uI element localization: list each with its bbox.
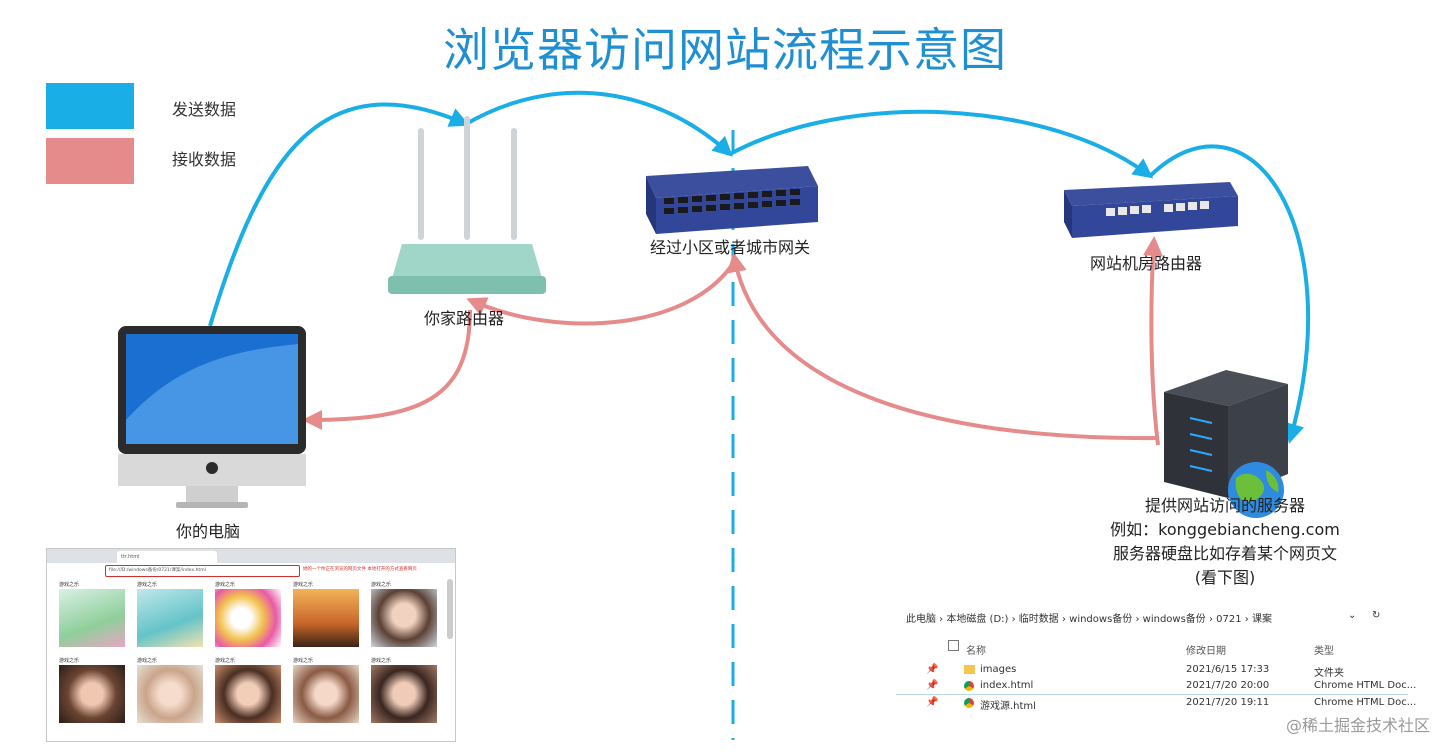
file-name: index.html bbox=[980, 680, 1034, 691]
gallery-image bbox=[293, 589, 359, 647]
server-see-below: (看下图) bbox=[1194, 568, 1256, 587]
send-arrow-gateway-siterouter bbox=[729, 109, 1154, 179]
file-date: 2021/7/20 20:00 bbox=[1186, 680, 1270, 691]
send-arrow-router-gateway bbox=[465, 90, 733, 157]
legend-receive-label: 接收数据 bbox=[172, 150, 237, 169]
gallery-item-label: 游戏之乐 bbox=[293, 658, 314, 664]
server-icon bbox=[1164, 370, 1288, 518]
server-storage-note: 服务器硬盘比如存着某个网页文 bbox=[1112, 544, 1337, 563]
gallery-image bbox=[215, 589, 281, 647]
legend-receive-swatch bbox=[46, 138, 134, 184]
home-router-icon bbox=[388, 116, 546, 294]
breadcrumb: 此电脑 › 本地磁盘 (D:) › 临时数据 › windows备份 › win… bbox=[906, 614, 1272, 625]
gallery-item[interactable]: 游戏之乐 bbox=[371, 581, 437, 647]
file-date: 2021/7/20 19:11 bbox=[1186, 697, 1270, 708]
browser-tab[interactable]: ttr.html bbox=[117, 551, 217, 563]
receive-arrow-router-computer bbox=[302, 309, 472, 430]
site-router-label: 网站机房路由器 bbox=[1090, 254, 1203, 273]
gallery-item[interactable]: 游戏之乐 bbox=[59, 657, 125, 723]
gateway-switch-icon bbox=[646, 166, 818, 234]
gallery-image bbox=[371, 665, 437, 723]
gallery-item-label: 游戏之乐 bbox=[371, 658, 392, 664]
gallery-image bbox=[215, 665, 281, 723]
server-description: 提供网站访问的服务器 例如：konggebiancheng.com 服务器硬盘比… bbox=[1060, 494, 1390, 590]
receive-arrow-gateway-router bbox=[466, 260, 736, 326]
gallery-image bbox=[371, 589, 437, 647]
computer-icon bbox=[118, 326, 306, 508]
gallery-item[interactable]: 游戏之乐 bbox=[293, 581, 359, 647]
send-arrow-siterouter-server bbox=[1148, 144, 1311, 444]
file-type: Chrome HTML Doc... bbox=[1314, 680, 1417, 691]
gallery-item-label: 游戏之乐 bbox=[59, 582, 80, 588]
file-row[interactable]: 📌 images 2021/6/15 17:33 文件夹 bbox=[896, 662, 1408, 679]
receive-arrow-server-siterouter bbox=[1142, 236, 1163, 446]
refresh-icon[interactable]: ↻ bbox=[1372, 610, 1381, 621]
gallery-image bbox=[137, 665, 203, 723]
chevron-down-icon[interactable]: ⌄ bbox=[1348, 610, 1357, 621]
file-type: Chrome HTML Doc... bbox=[1314, 697, 1417, 708]
file-name: images bbox=[980, 664, 1017, 675]
gallery-image bbox=[59, 589, 125, 647]
server-label: 提供网站访问的服务器 bbox=[1144, 496, 1305, 515]
legend-send-label: 发送数据 bbox=[172, 100, 237, 119]
gateway-label: 经过小区或者城市网关 bbox=[650, 238, 811, 257]
gallery-item-label: 游戏之乐 bbox=[215, 582, 236, 588]
gallery-item-label: 游戏之乐 bbox=[293, 582, 314, 588]
gallery-item[interactable]: 游戏之乐 bbox=[215, 581, 281, 647]
gallery-item-label: 游戏之乐 bbox=[59, 658, 80, 664]
home-router-label: 你家路由器 bbox=[424, 309, 505, 328]
breadcrumb-item[interactable]: 此电脑 bbox=[906, 614, 936, 625]
gallery-item-label: 游戏之乐 bbox=[137, 658, 158, 664]
breadcrumb-item[interactable]: 课案 bbox=[1251, 614, 1272, 625]
gallery-image bbox=[137, 589, 203, 647]
gallery-item[interactable]: 游戏之乐 bbox=[215, 657, 281, 723]
gallery-image bbox=[293, 665, 359, 723]
breadcrumb-item[interactable]: windows备份 bbox=[1069, 614, 1133, 625]
receive-arrow-server-gateway bbox=[727, 252, 1159, 441]
file-row[interactable]: 📌 index.html 2021/7/20 20:00 Chrome HTML… bbox=[896, 678, 1416, 695]
pin-icon: 📌 bbox=[926, 680, 939, 691]
diagram-title: 浏览器访问网站流程示意图 bbox=[443, 23, 1007, 77]
browser-address-bar[interactable]: file:///D:/windows备份/0721/课案/index.html bbox=[105, 565, 300, 577]
computer-label: 你的电脑 bbox=[176, 522, 241, 541]
gallery-item[interactable]: 游戏之乐 bbox=[137, 581, 203, 647]
column-header-name[interactable]: 名称 bbox=[966, 646, 986, 657]
chrome-icon bbox=[964, 681, 974, 691]
chrome-icon bbox=[964, 698, 974, 708]
gallery-item[interactable]: 游戏之乐 bbox=[371, 657, 437, 723]
file-name: 游戏源.html bbox=[980, 701, 1036, 712]
server-example: 例如：konggebiancheng.com bbox=[1110, 520, 1340, 539]
folder-icon bbox=[964, 665, 975, 674]
send-arrow-computer-router bbox=[208, 102, 470, 327]
column-header-type[interactable]: 类型 bbox=[1314, 646, 1334, 657]
gallery-item-label: 游戏之乐 bbox=[215, 658, 236, 664]
gallery-item[interactable]: 游戏之乐 bbox=[59, 581, 125, 647]
file-type: 文件夹 bbox=[1314, 668, 1344, 679]
file-row[interactable]: 📌 游戏源.html 2021/7/20 19:11 Chrome HTML D… bbox=[896, 695, 1416, 712]
gallery-item[interactable]: 游戏之乐 bbox=[137, 657, 203, 723]
breadcrumb-item[interactable]: windows备份 bbox=[1142, 614, 1206, 625]
select-all-checkbox[interactable] bbox=[948, 640, 959, 651]
pin-icon: 📌 bbox=[926, 664, 939, 675]
gallery-item[interactable]: 游戏之乐 bbox=[293, 657, 359, 723]
file-explorer-screenshot: 此电脑 › 本地磁盘 (D:) › 临时数据 › windows备份 › win… bbox=[896, 606, 1416, 718]
gallery-image bbox=[59, 665, 125, 723]
gallery-item-label: 游戏之乐 bbox=[371, 582, 392, 588]
site-router-icon bbox=[1064, 182, 1238, 238]
browser-tabbar: ttr.html bbox=[47, 549, 455, 563]
legend-send-swatch bbox=[46, 83, 134, 129]
column-header-date[interactable]: 修改日期 bbox=[1186, 646, 1226, 657]
breadcrumb-item[interactable]: 临时数据 bbox=[1018, 614, 1059, 625]
file-date: 2021/6/15 17:33 bbox=[1186, 664, 1270, 675]
pin-icon: 📌 bbox=[926, 697, 939, 708]
browser-screenshot: ttr.html file:///D:/windows备份/0721/课案/in… bbox=[46, 548, 456, 742]
breadcrumb-item[interactable]: 本地磁盘 (D:) bbox=[946, 614, 1009, 625]
browser-note: 她的一个你正在浏览的网页文件 本地打开的方式查看网页 bbox=[303, 567, 417, 572]
watermark: @稀土掘金技术社区 bbox=[1285, 716, 1430, 735]
breadcrumb-item[interactable]: 0721 bbox=[1216, 614, 1242, 625]
gallery-item-label: 游戏之乐 bbox=[137, 582, 158, 588]
browser-scrollbar[interactable] bbox=[447, 579, 453, 639]
